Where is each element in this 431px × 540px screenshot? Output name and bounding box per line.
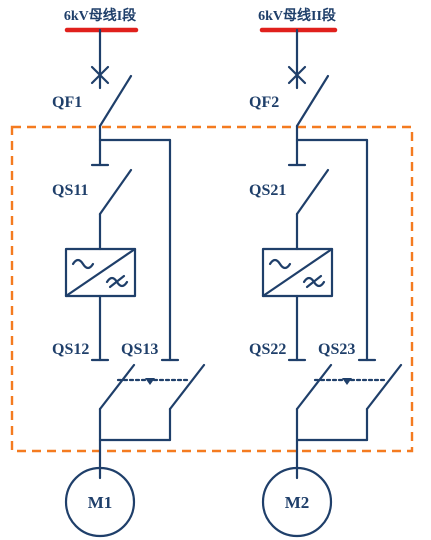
lower-isolator-label: QS12 [52, 341, 89, 358]
breaker-blade [295, 74, 330, 128]
vfd-converter-icon [261, 247, 334, 298]
interlock-marker-icon [342, 378, 352, 385]
breaker-x-icon [90, 65, 110, 85]
breaker-x-icon [287, 65, 307, 85]
motor-icon [261, 466, 333, 538]
busbar-label: 6kV母线I段 [64, 7, 136, 24]
motor-label: M1 [88, 493, 113, 512]
lower-switch-blade [98, 363, 136, 411]
bypass-switch-blade [365, 363, 403, 411]
motor-label: M2 [285, 493, 310, 512]
feeder-1: 6kV母线I段 QF1 QS11 [52, 7, 206, 538]
vfd-converter-icon [64, 247, 137, 298]
bypass-switch-blade [168, 363, 206, 411]
interlock-marker-icon [145, 378, 155, 385]
motor-icon [64, 466, 136, 538]
upper-isolator-label: QS21 [249, 182, 286, 199]
breaker-label: QF2 [249, 94, 279, 111]
busbar-label: 6kV母线II段 [258, 7, 336, 24]
bypass-switch-label: QS13 [121, 341, 158, 358]
vfd-cabinet-boundary [10, 125, 414, 453]
upper-isolator-blade [98, 168, 133, 216]
upper-isolator-blade [295, 168, 330, 216]
upper-isolator-label: QS11 [52, 182, 88, 199]
breaker-blade [98, 74, 133, 128]
lower-switch-blade [295, 363, 333, 411]
feeder-2: 6kV母线II段 QF2 QS21 QS22 QS23 [249, 7, 403, 538]
bypass-switch-label: QS23 [318, 341, 355, 358]
breaker-label: QF1 [52, 94, 82, 111]
lower-isolator-label: QS22 [249, 341, 286, 358]
